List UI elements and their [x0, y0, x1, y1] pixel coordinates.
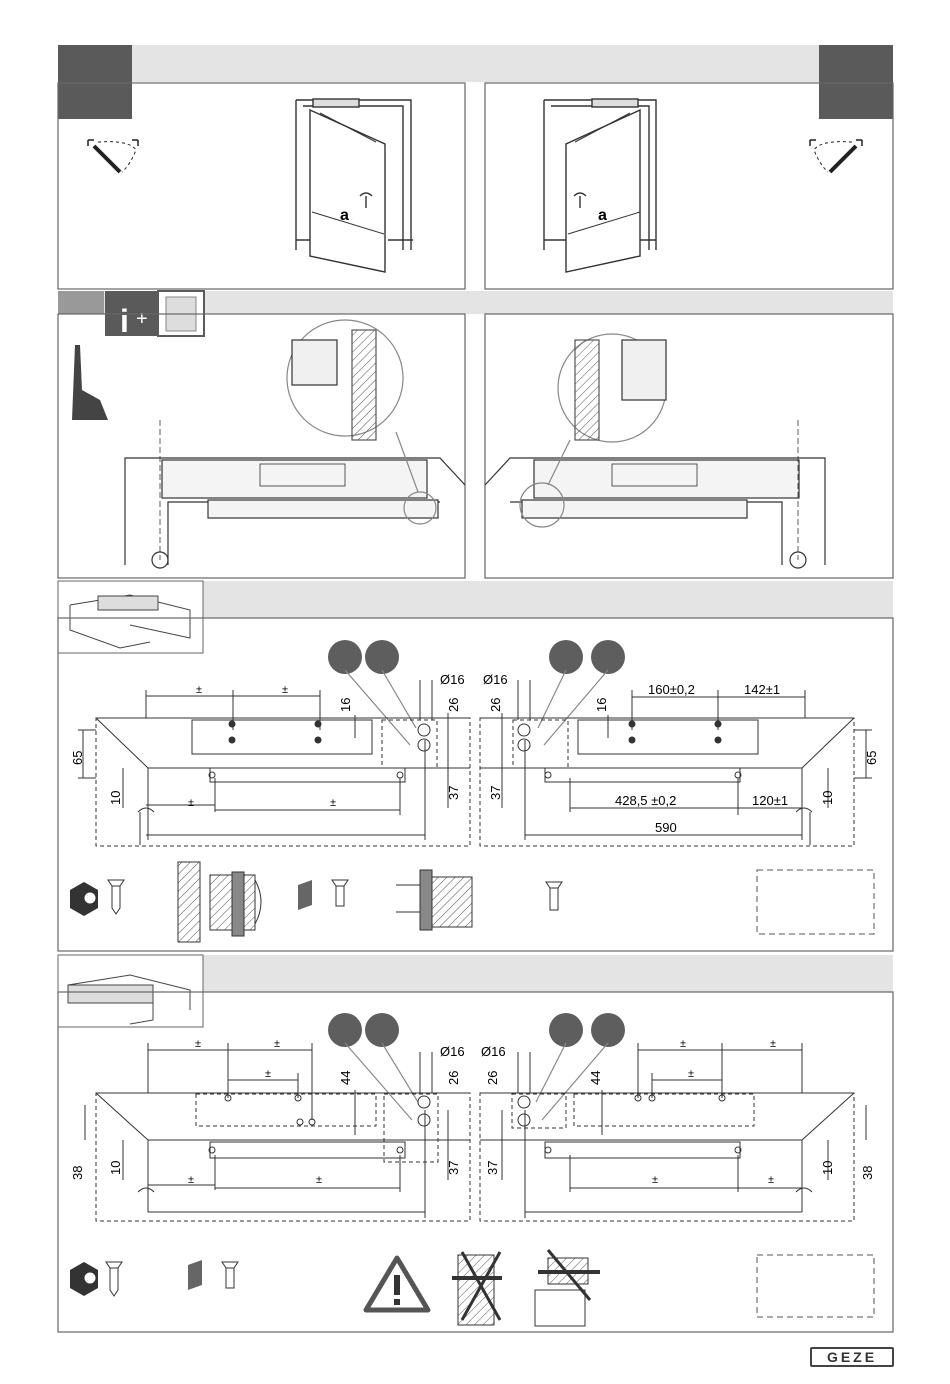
- dim-44-left: 44: [338, 1071, 353, 1085]
- dim-10-right: 10: [820, 791, 835, 805]
- metal-screw-icon: [188, 1260, 238, 1290]
- dim-tolerance: ±: [768, 1174, 774, 1186]
- closer-body-left: [125, 320, 465, 568]
- drill-template-transom-left: [85, 1043, 470, 1221]
- dim-tolerance: ±: [330, 797, 336, 809]
- dim-44-right: 44: [588, 1071, 603, 1085]
- dim-37-right: 37: [488, 786, 503, 800]
- note-box-dashed: [757, 870, 874, 934]
- dim-120: 120±1: [752, 793, 788, 808]
- drill-template-transom-right: [480, 1043, 866, 1221]
- dim-diameter-right: Ø16: [483, 672, 508, 687]
- no-drill-icon: [452, 1252, 502, 1325]
- dim-tolerance: ±: [188, 1174, 194, 1186]
- dim-tolerance: ±: [196, 684, 202, 696]
- drill-template-left: [78, 680, 470, 846]
- svg-text:i: i: [120, 303, 129, 339]
- dim-37-left: 37: [446, 786, 461, 800]
- dim-tolerance: ±: [195, 1038, 201, 1050]
- swing-left-icon: [88, 140, 138, 172]
- metal-screw-icon: [298, 880, 348, 910]
- step-circle: [365, 1013, 399, 1047]
- door-outline-icon: [296, 99, 413, 272]
- section-tab-right: [819, 45, 893, 119]
- swing-right-icon: [810, 140, 862, 172]
- dim-10-left: 10: [108, 1161, 123, 1175]
- dim-tolerance: ±: [652, 1174, 658, 1186]
- dim-65-right: 65: [864, 751, 879, 765]
- dim-tolerance: ±: [282, 684, 288, 696]
- dim-26-left: 26: [446, 1071, 461, 1085]
- step-circle: [591, 640, 625, 674]
- metal-section-icon: [396, 870, 472, 930]
- dim-38-right: 38: [860, 1166, 875, 1180]
- dim-tolerance: ±: [680, 1038, 686, 1050]
- panel-closer-left: [58, 314, 465, 578]
- dim-diameter-right: Ø16: [481, 1044, 506, 1059]
- drill-ok-icon: [535, 1250, 600, 1326]
- dim-38-left: 38: [70, 1166, 85, 1180]
- dim-diameter-left: Ø16: [440, 1044, 465, 1059]
- dim-26-left: 26: [446, 698, 461, 712]
- dim-tolerance: ±: [316, 1174, 322, 1186]
- dim-16-right: 16: [594, 698, 609, 712]
- door-dimension-label-left: a: [340, 207, 349, 224]
- wall-section-icon: [178, 862, 261, 942]
- step-circle: [591, 1013, 625, 1047]
- dim-160: 160±0,2: [648, 682, 695, 697]
- step-circle: [549, 640, 583, 674]
- section-tab-left: [58, 291, 104, 314]
- dim-26-right: 26: [488, 698, 503, 712]
- dim-tolerance: ±: [274, 1038, 280, 1050]
- step-circle: [328, 1013, 362, 1047]
- closer-body-right: [485, 334, 825, 568]
- step-circle: [549, 1013, 583, 1047]
- wood-screw-icon: [70, 880, 124, 916]
- section-tab-left: [58, 45, 132, 119]
- panel-closer-right: [485, 314, 893, 578]
- svg-text:+: +: [136, 308, 148, 330]
- mounting-thumbnail-1: [58, 581, 203, 653]
- warning-icon: [366, 1258, 428, 1310]
- dim-37-left: 37: [446, 1161, 461, 1175]
- dim-428: 428,5 ±0,2: [615, 793, 676, 808]
- dim-65-left: 65: [70, 751, 85, 765]
- dim-tolerance: ±: [188, 797, 194, 809]
- dim-37-right: 37: [485, 1161, 500, 1175]
- dim-diameter-left: Ø16: [440, 672, 465, 687]
- pen-icon: [72, 345, 108, 420]
- dim-142: 142±1: [744, 682, 780, 697]
- note-box-dashed: [757, 1255, 874, 1317]
- step-circle: [328, 640, 362, 674]
- dim-10-left: 10: [108, 791, 123, 805]
- dim-10-right: 10: [820, 1161, 835, 1175]
- info-plus-icon: i +: [105, 291, 204, 339]
- dim-tolerance: ±: [265, 1068, 271, 1080]
- machine-screw-icon: [546, 882, 562, 910]
- geze-logo: GEZE: [810, 1347, 894, 1367]
- door-outline-icon: [544, 99, 656, 272]
- section-header-band: [58, 45, 893, 82]
- door-dimension-label-right: a: [598, 207, 607, 224]
- dim-26-right: 26: [485, 1071, 500, 1085]
- wood-screw-icon: [70, 1262, 122, 1296]
- dim-tolerance: ±: [688, 1068, 694, 1080]
- dim-tolerance: ±: [770, 1038, 776, 1050]
- dim-16-left: 16: [338, 698, 353, 712]
- step-circle: [365, 640, 399, 674]
- dim-590: 590: [655, 820, 677, 835]
